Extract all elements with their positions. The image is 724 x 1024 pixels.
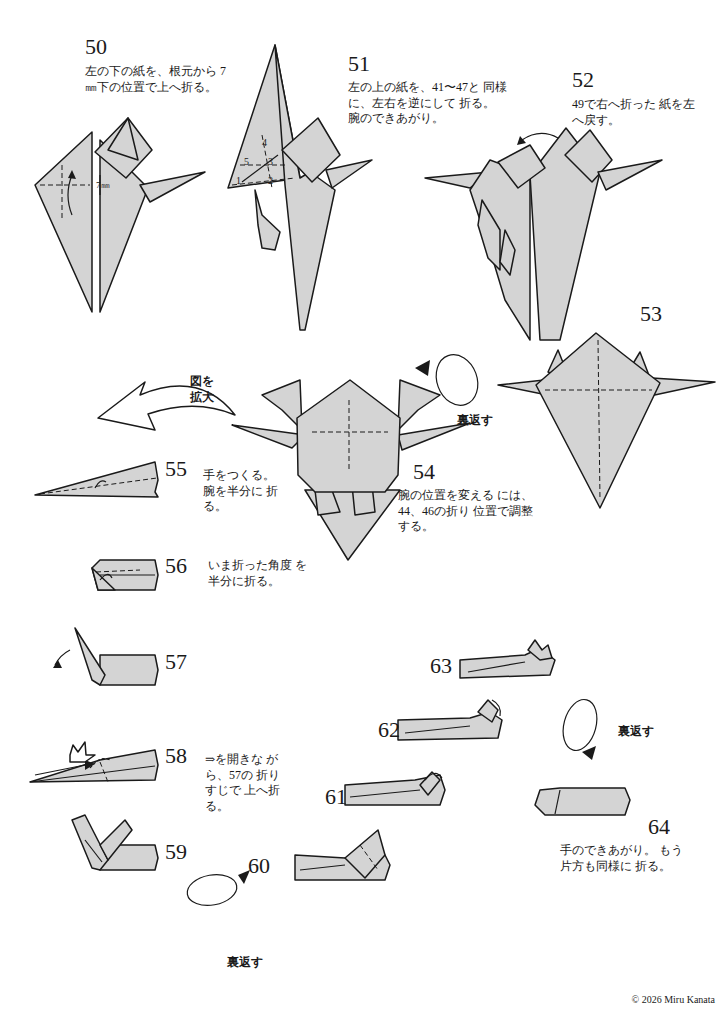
flip-symbol xyxy=(558,696,602,760)
step-61-figure xyxy=(345,772,445,805)
enlarge-arrow xyxy=(98,382,235,430)
step-number: 62 xyxy=(378,716,400,745)
flip-symbol xyxy=(185,870,250,909)
step-50-figure xyxy=(35,118,205,312)
step-58-figure xyxy=(30,742,158,782)
step-55-figure xyxy=(35,462,158,497)
step-number: 52 xyxy=(572,66,594,95)
enlarge-note: 図を 拡大 xyxy=(190,374,220,405)
instruction-text: ⇒を開きな がら、57の 折りすじで 上へ折る。 xyxy=(205,752,285,814)
step-number: 64 xyxy=(648,813,670,842)
step-56-figure xyxy=(92,560,158,590)
step-57-figure xyxy=(53,628,158,685)
fold-number: 3 xyxy=(268,155,273,168)
step-59-figure xyxy=(72,815,158,870)
instruction-text: 手のできあがり。 もう片方も同様に 折る。 xyxy=(560,843,685,874)
step-number: 57 xyxy=(165,648,187,677)
copyright: © 2026 Miru Kanata xyxy=(590,993,715,1006)
step-62-figure xyxy=(398,700,502,740)
flip-note: 裏返す xyxy=(227,955,263,971)
instruction-text: 左の上の紙を、41〜47と 同様に、左右を逆にして 折る。 腕のできあがり。 xyxy=(348,80,508,127)
step-60-figure xyxy=(295,830,390,880)
step-52-figure xyxy=(425,128,662,340)
dimension: 7㎜ xyxy=(96,180,110,192)
fold-number: 2 xyxy=(268,174,273,187)
instruction-text: 腕の位置を変える には、44、46の折り 位置で調整する。 xyxy=(398,488,533,535)
step-number: 59 xyxy=(165,838,187,867)
step-number: 56 xyxy=(165,552,187,581)
step-number: 53 xyxy=(640,300,662,329)
step-53-figure xyxy=(498,333,715,508)
step-number: 55 xyxy=(165,455,187,484)
step-number: 61 xyxy=(325,783,347,812)
step-number: 58 xyxy=(165,742,187,771)
fold-number: 4 xyxy=(262,136,267,149)
instruction-text: 左の下の紙を、根元から 7㎜下の位置で上へ折る。 xyxy=(85,64,235,95)
instruction-text: いま折った角度 を半分に折る。 xyxy=(208,558,318,589)
fold-number: 1 xyxy=(236,174,241,187)
instruction-text: 手をつくる。 腕を半分に 折る。 xyxy=(203,468,283,515)
step-number: 54 xyxy=(413,458,435,487)
step-number: 60 xyxy=(248,852,270,881)
flip-note: 裏返す xyxy=(618,724,654,740)
instruction-text: 49で右へ折った 紙を左へ戻す。 xyxy=(572,97,697,128)
step-number: 50 xyxy=(85,33,107,62)
flip-note: 裏返す xyxy=(457,413,493,429)
step-number: 51 xyxy=(348,50,370,79)
fold-number: 5 xyxy=(244,155,249,168)
step-64-figure xyxy=(535,788,630,815)
step-63-figure xyxy=(460,640,555,678)
step-number: 63 xyxy=(430,652,452,681)
